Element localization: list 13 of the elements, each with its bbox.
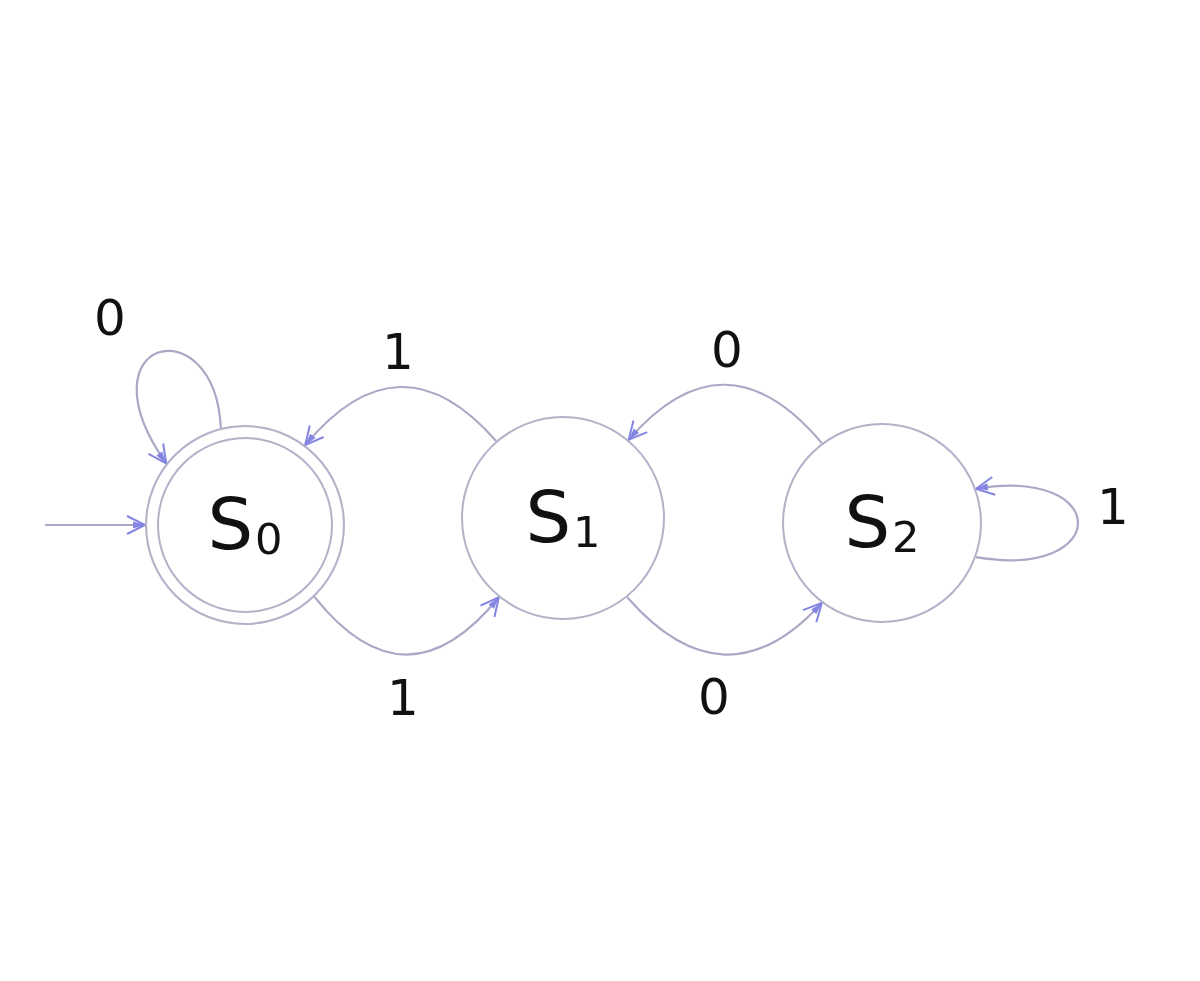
accepting-state-circle bbox=[145, 425, 345, 625]
self-loop-arrow bbox=[975, 477, 1080, 562]
state-name: S$_{1}$ bbox=[525, 481, 601, 555]
transition-arrow bbox=[626, 596, 823, 656]
transition-arrow bbox=[304, 386, 497, 447]
state-circle bbox=[461, 416, 665, 620]
state-circle bbox=[782, 423, 982, 623]
start-arrow bbox=[45, 515, 146, 535]
transition-arrow bbox=[627, 383, 823, 444]
transition-arrow bbox=[313, 596, 500, 656]
state-name: S$_{2}$ bbox=[844, 486, 920, 560]
self-loop-arrow bbox=[135, 350, 222, 465]
state-name: S$_{0}$ bbox=[207, 488, 283, 562]
